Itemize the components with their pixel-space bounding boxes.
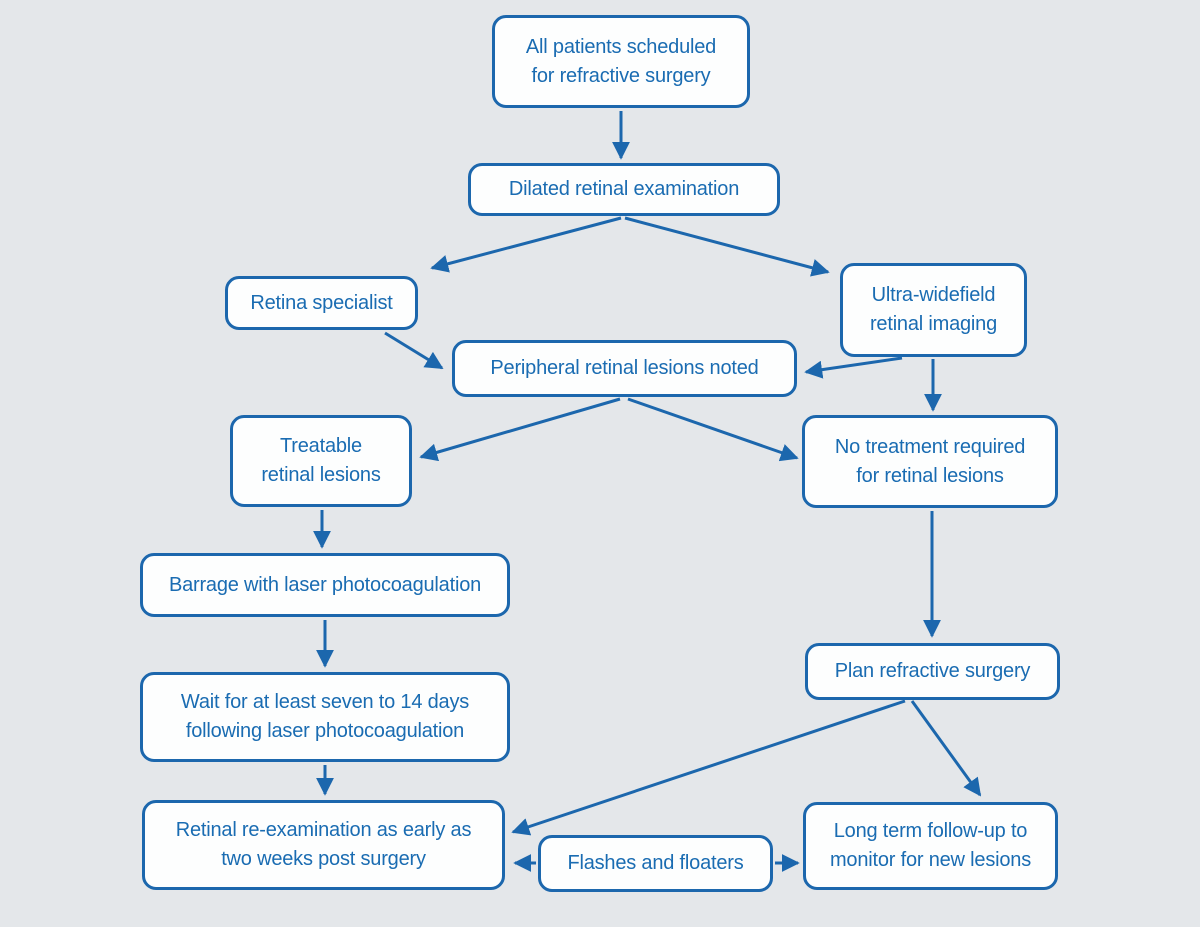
node-dilated-exam: Dilated retinal examination: [468, 163, 780, 216]
arrow-peripheral-lesions-to-no-treatment: [627, 397, 799, 462]
arrow-plan-surgery-to-reexam: [511, 699, 906, 836]
node-peripheral-lesions: Peripheral retinal lesions noted: [452, 340, 797, 397]
node-treatable-lesions-label: Treatable retinal lesions: [261, 435, 381, 486]
node-reexam-label: Retinal re-examination as early as two w…: [175, 819, 472, 870]
arrow-plan-surgery-to-long-term: [910, 700, 982, 797]
arrow-dilated-exam-to-uwf-imaging: [624, 216, 830, 277]
node-no-treatment-label: No treatment required for retinal lesion…: [834, 435, 1026, 487]
node-peripheral-lesions-label: Peripheral retinal lesions noted: [490, 357, 759, 379]
node-flashes: Flashes and floaters: [538, 835, 773, 892]
node-no-treatment: No treatment required for retinal lesion…: [802, 415, 1058, 508]
arrow-retina-specialist-to-peripheral-lesions: [384, 331, 444, 370]
arrow-dilated-exam-to-retina-specialist: [430, 216, 622, 273]
node-uwf-imaging: Ultra-widefield retinal imaging: [840, 263, 1027, 357]
node-plan-surgery-label: Plan refractive surgery: [834, 660, 1031, 682]
node-retina-specialist-label: Retina specialist: [250, 291, 393, 314]
node-wait-period: Wait for at least seven to 14 days follo…: [140, 672, 510, 762]
node-dilated-exam-label: Dilated retinal examination: [508, 178, 740, 200]
node-barrage-label: Barrage with laser photocoagulation: [168, 573, 482, 596]
node-wait-period-label: Wait for at least seven to 14 days follo…: [180, 691, 470, 742]
node-retina-specialist: Retina specialist: [225, 276, 418, 330]
node-barrage: Barrage with laser photocoagulation: [140, 553, 510, 617]
arrow-uwf-imaging-to-peripheral-lesions: [804, 356, 903, 379]
arrow-peripheral-lesions-to-treatable-lesions: [419, 397, 621, 462]
node-flashes-label: Flashes and floaters: [567, 852, 744, 874]
node-uwf-imaging-label: Ultra-widefield retinal imaging: [869, 284, 998, 335]
node-long-term: Long term follow-up to monitor for new l…: [803, 802, 1058, 890]
node-long-term-label: Long term follow-up to monitor for new l…: [829, 820, 1032, 871]
node-treatable-lesions: Treatable retinal lesions: [230, 415, 412, 507]
node-all-patients: All patients scheduled for refractive su…: [492, 15, 750, 108]
node-reexam: Retinal re-examination as early as two w…: [142, 800, 505, 890]
node-all-patients-label: All patients scheduled for refractive su…: [525, 35, 717, 87]
node-plan-surgery: Plan refractive surgery: [805, 643, 1060, 700]
